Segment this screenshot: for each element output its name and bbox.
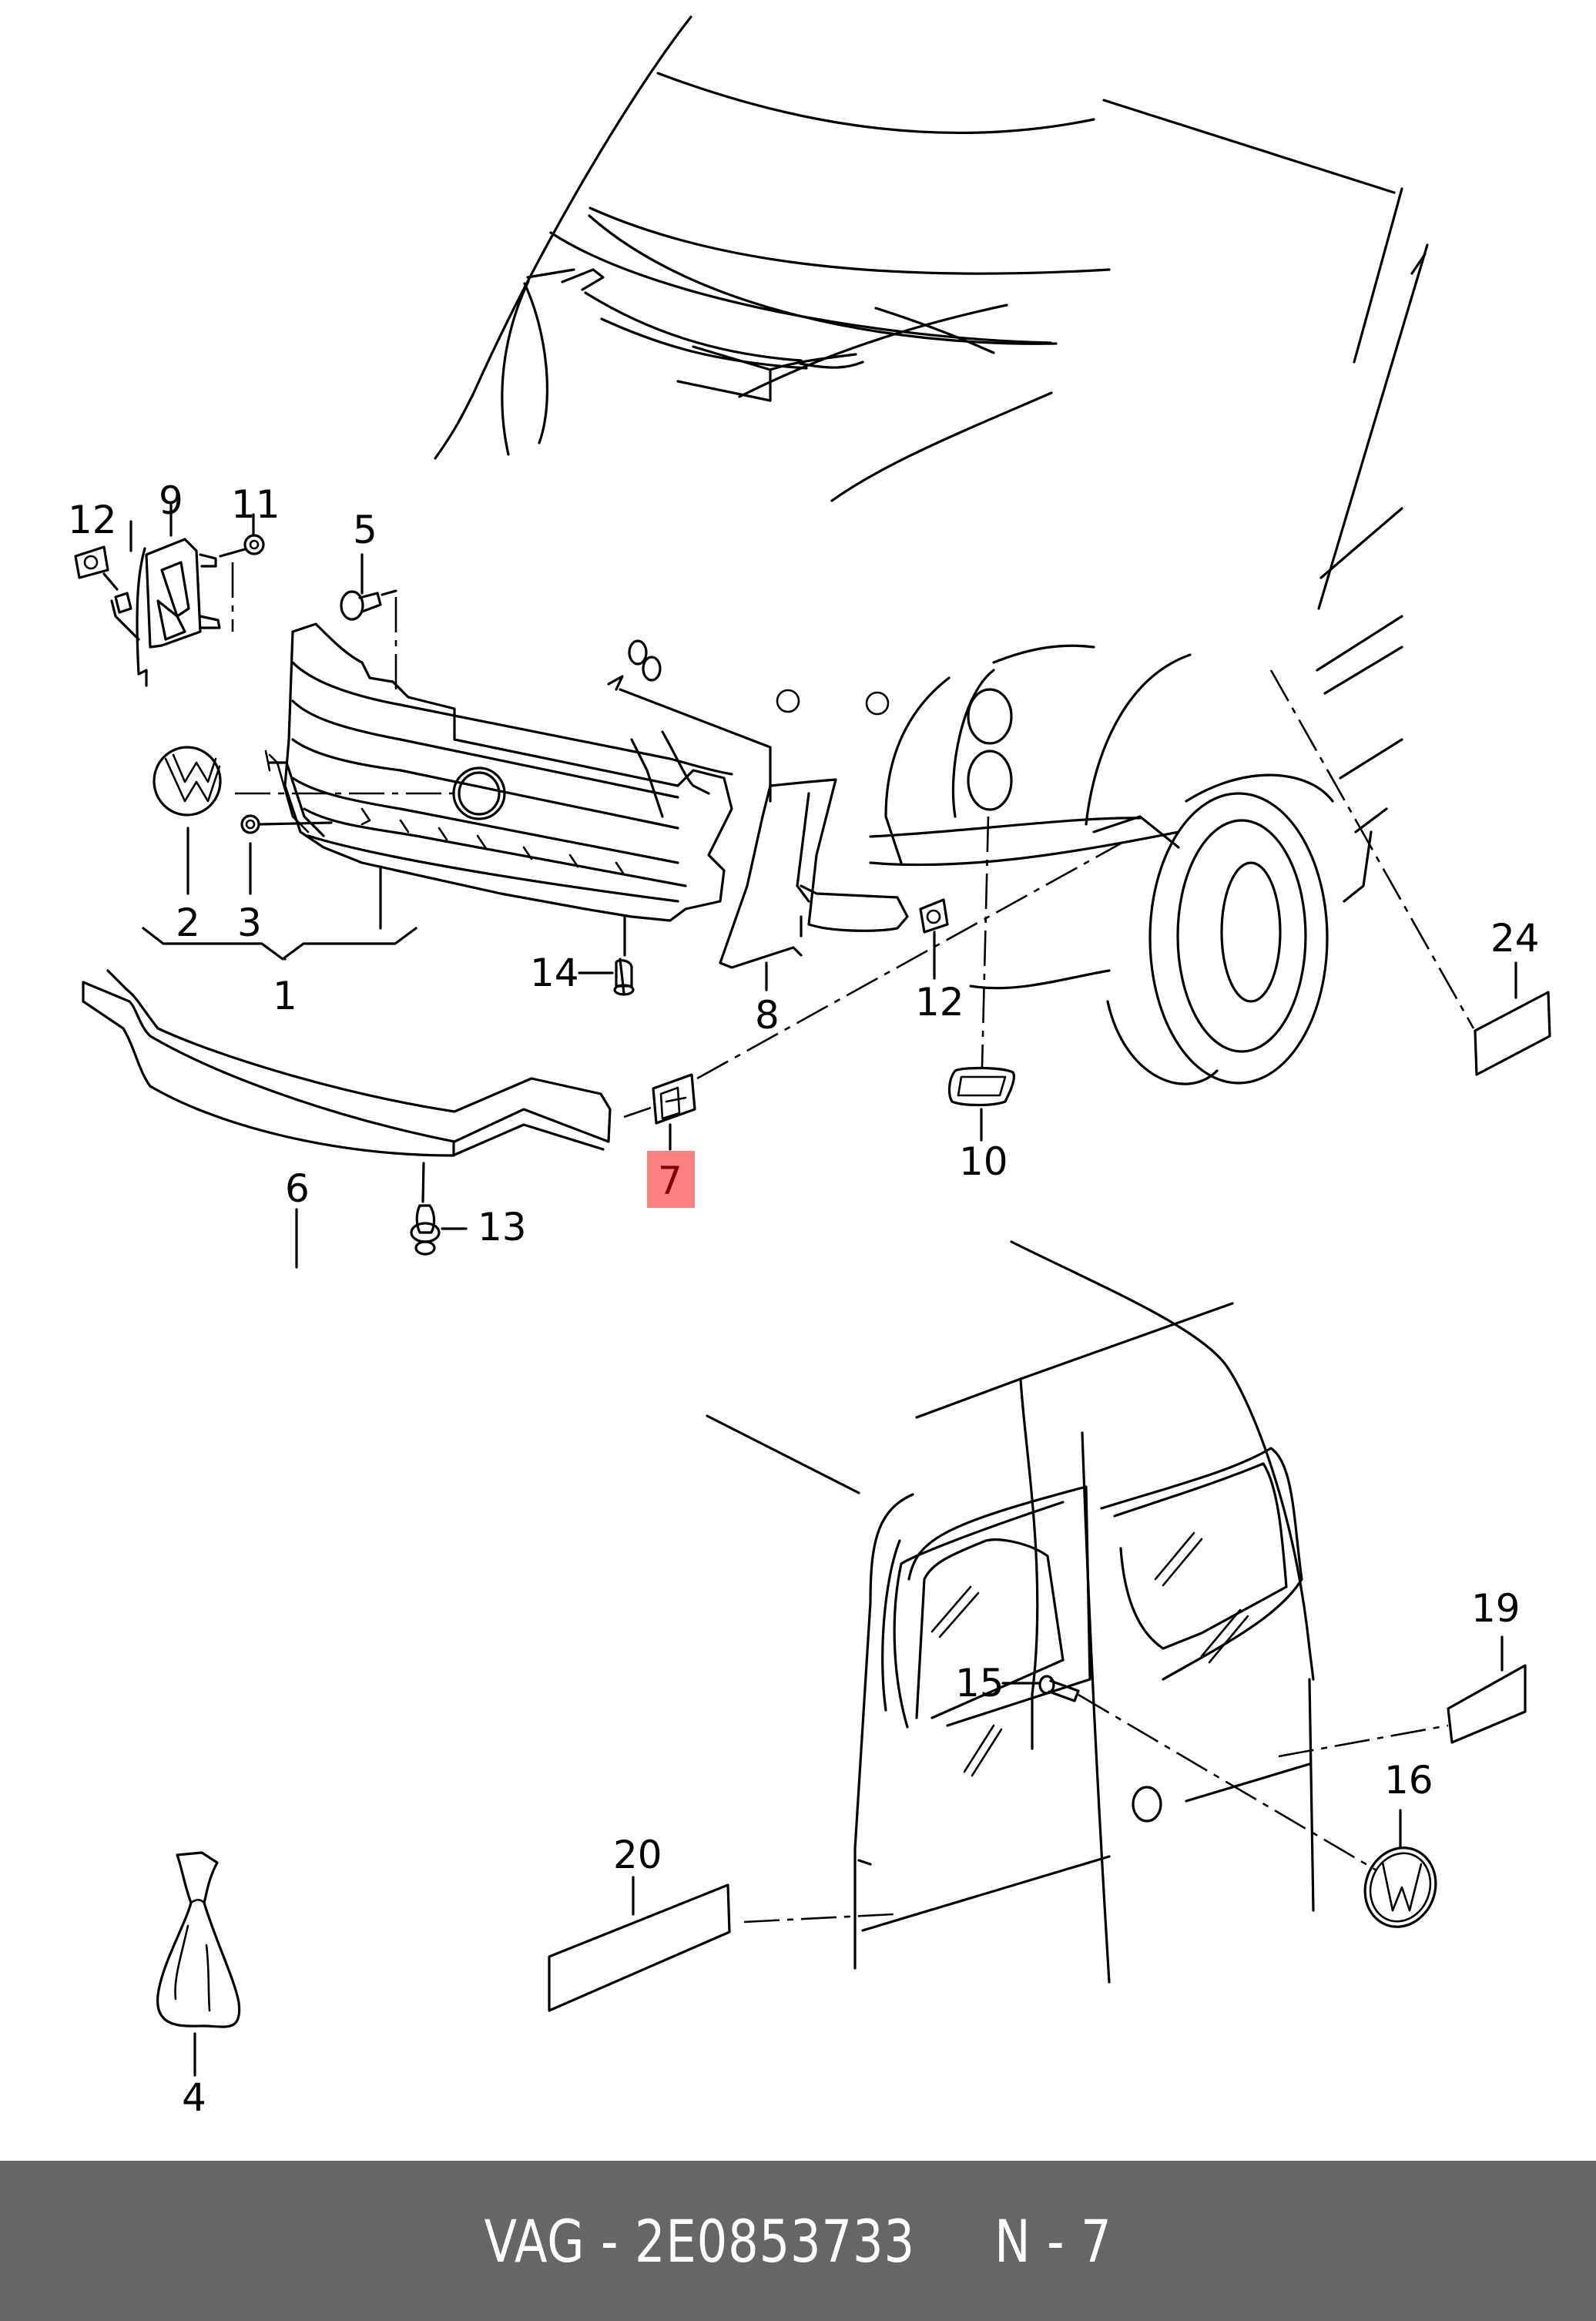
label-4: 4: [182, 2075, 206, 2120]
part-3-clip-nut[interactable]: [240, 814, 333, 834]
label-24: 24: [1490, 916, 1540, 961]
part-11-nut[interactable]: [243, 534, 265, 555]
group-1-bracket: [129, 503, 454, 1269]
part-20-side-plate[interactable]: [548, 1876, 894, 2012]
part-24-fender-plate[interactable]: [1269, 669, 1551, 1076]
label-11: 11: [231, 482, 280, 527]
label-10: 10: [959, 1139, 1008, 1184]
label-19: 19: [1471, 1586, 1521, 1631]
part-6-trim-strip[interactable]: [82, 969, 612, 1157]
label-1: 1: [273, 974, 297, 1018]
part-10-washer-cover[interactable]: [947, 816, 1015, 1142]
label-9: 9: [159, 478, 183, 523]
part-12-spring-nut-right[interactable]: [919, 898, 949, 980]
highlight-box: [647, 1151, 695, 1208]
part-15-rear-screw[interactable]: [1001, 1675, 1377, 1872]
label-8: 8: [755, 993, 780, 1038]
part-12-spring-nut-left[interactable]: [74, 545, 119, 591]
front-vehicle-body: [434, 15, 1429, 1085]
label-6: 6: [285, 1166, 310, 1211]
label-13: 13: [478, 1205, 527, 1249]
highlight-label-7[interactable]: 7: [647, 1151, 695, 1208]
part-8-trim-panel[interactable]: [719, 778, 909, 991]
footer-part-reference: VAG - 2E0853733 N - 7: [484, 2206, 1112, 2276]
part-14-bolt[interactable]: [613, 915, 635, 996]
part-5-screw[interactable]: [340, 589, 397, 693]
label-16: 16: [1384, 1758, 1433, 1803]
label-12-right: 12: [915, 980, 964, 1025]
part-16-rear-emblem[interactable]: [1354, 1809, 1447, 1937]
part-7-retaining-bracket[interactable]: [623, 842, 1122, 1151]
part-9-left-bracket[interactable]: [110, 538, 246, 687]
label-15: 15: [955, 1661, 1004, 1706]
label-7: 7: [658, 1159, 682, 1203]
footer-bar: VAG - 2E0853733 N - 7: [0, 2161, 1596, 2321]
part-4-bag[interactable]: [156, 1851, 241, 2077]
part-1-grille[interactable]: [264, 622, 733, 922]
label-2: 2: [176, 901, 200, 945]
rear-vehicle-body: [706, 1240, 1315, 1984]
label-14: 14: [530, 951, 579, 995]
label-5: 5: [353, 508, 377, 552]
part-13-expansion-rivet[interactable]: [410, 1162, 468, 1256]
label-3: 3: [237, 901, 262, 945]
callout-labels: 12 9 11 5 2 3 1 14 6 13 7 8 12 10 24 15 …: [68, 478, 1540, 2120]
part-2-front-emblem[interactable]: [153, 746, 222, 817]
label-20: 20: [613, 1833, 662, 1877]
parts-diagram: 12 9 11 5 2 3 1 14 6 13 7 8 12 10 24 15 …: [68, 15, 1551, 2120]
part-19-rear-plate[interactable]: [1278, 1635, 1527, 1758]
label-12-left: 12: [68, 498, 117, 542]
